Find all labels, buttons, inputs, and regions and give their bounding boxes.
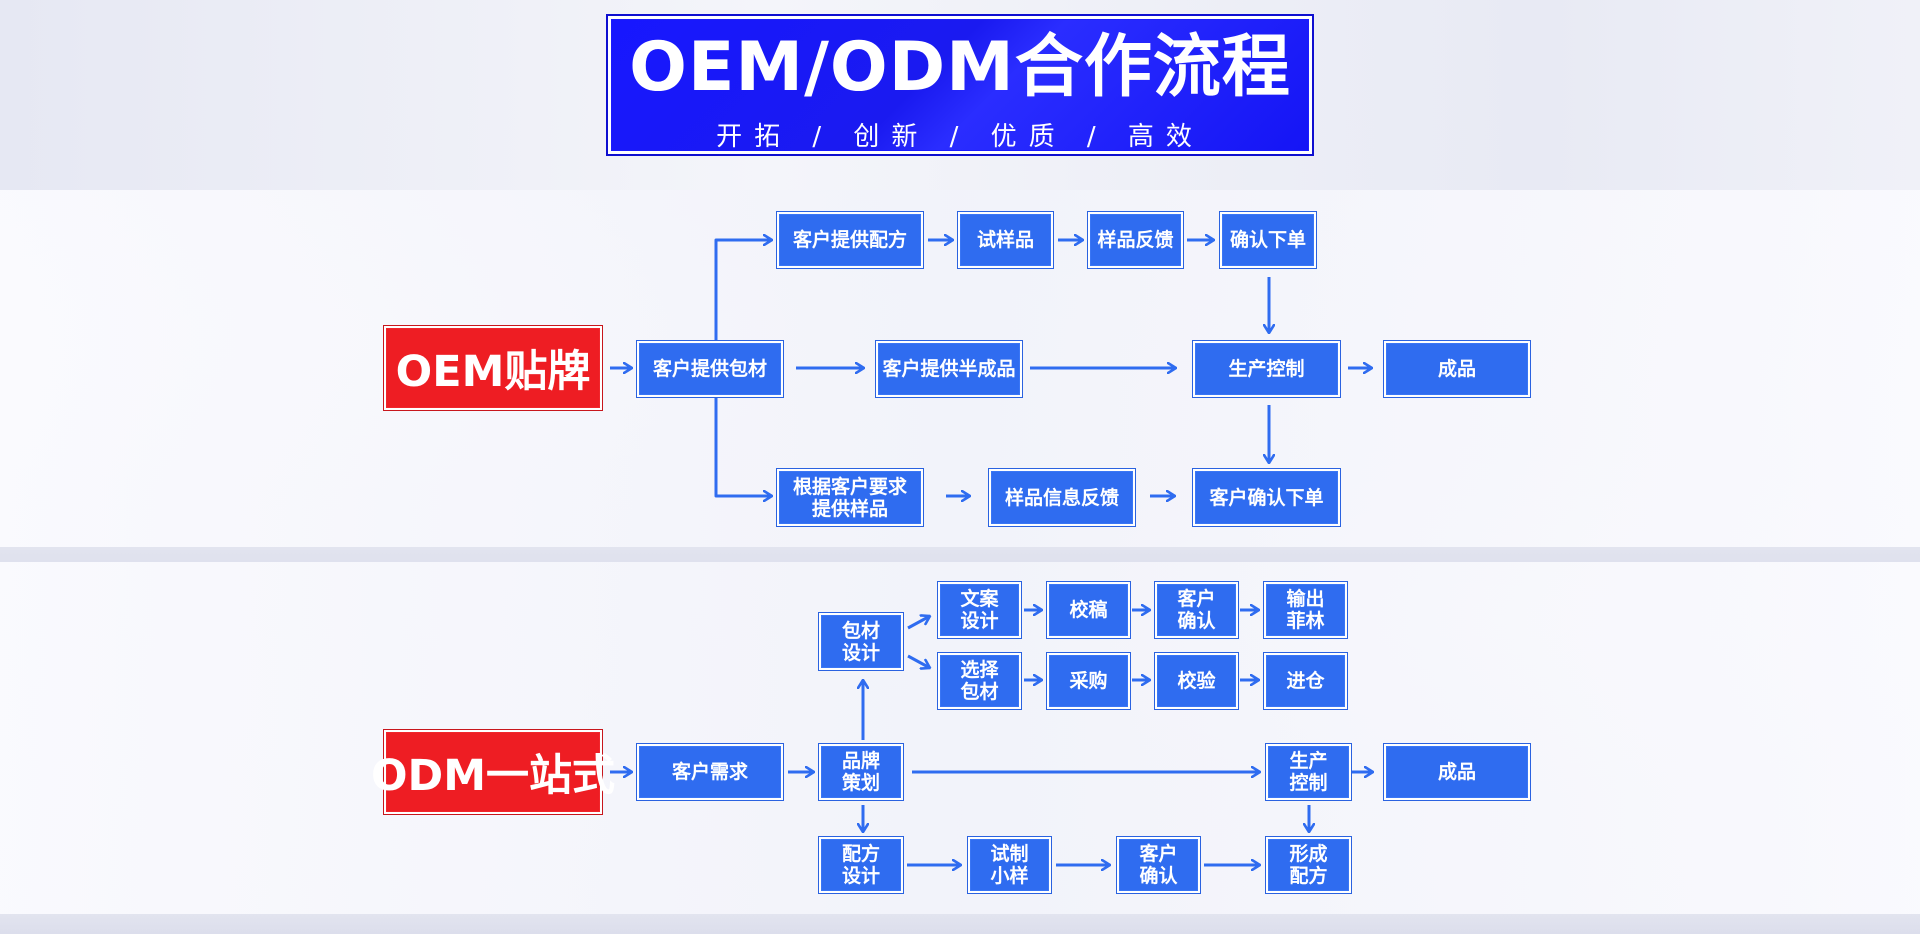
page-title: OEM/ODM合作流程 (629, 28, 1291, 107)
oem-start-label: OEM贴牌 (383, 325, 603, 411)
arrow-branch-to-sample-request (714, 397, 772, 496)
node-purchase: 采购 (1046, 652, 1131, 710)
node-select-packaging: 选择 包材 (937, 652, 1022, 710)
node-trial-sample: 试样品 (957, 211, 1054, 269)
node-sample-info-feedback: 样品信息反馈 (988, 468, 1136, 527)
section-divider (0, 547, 1920, 562)
node-finished-product-odm: 成品 (1383, 743, 1531, 801)
node-customer-provides-formula: 客户提供配方 (776, 211, 924, 269)
node-customer-provides-semi-finished: 客户提供半成品 (875, 340, 1023, 398)
node-production-control: 生产控制 (1192, 340, 1341, 398)
node-customer-confirm-copy: 客户 确认 (1154, 581, 1239, 639)
node-sample-feedback: 样品反馈 (1087, 211, 1184, 269)
node-copy-design: 文案 设计 (937, 581, 1022, 639)
page-subtitle: 开拓 / 创新 / 优质 / 高效 (716, 122, 1204, 152)
node-customer-needs: 客户需求 (636, 743, 784, 801)
node-confirm-order: 确认下单 (1219, 211, 1317, 269)
node-production-control-odm: 生产 控制 (1265, 743, 1352, 801)
node-formula-design: 配方 设计 (818, 836, 904, 894)
node-brand-planning: 品牌 策划 (818, 743, 904, 801)
node-customer-confirm-order: 客户确认下单 (1192, 468, 1341, 527)
node-sample-per-request: 根据客户要求 提供样品 (776, 468, 924, 527)
node-output-film: 输出 菲林 (1263, 581, 1348, 639)
arrow-packaging-to-copy (907, 616, 930, 630)
node-customer-provides-packaging: 客户提供包材 (636, 340, 784, 398)
node-warehousing: 进仓 (1263, 652, 1348, 710)
title-banner: OEM/ODM合作流程 开拓 / 创新 / 优质 / 高效 (606, 14, 1314, 156)
node-packaging-design: 包材 设计 (818, 612, 904, 671)
node-customer-confirm-sample: 客户 确认 (1116, 836, 1201, 894)
bottom-divider (0, 914, 1920, 934)
arrow-packaging-to-select (907, 654, 930, 668)
node-inspection: 校验 (1154, 652, 1239, 710)
node-finished-product: 成品 (1383, 340, 1531, 398)
node-trial-small-sample: 试制 小样 (967, 836, 1052, 894)
node-proofread: 校稿 (1046, 581, 1131, 639)
odm-start-label: ODM一站式 (371, 729, 615, 815)
node-form-formula: 形成 配方 (1265, 836, 1352, 894)
